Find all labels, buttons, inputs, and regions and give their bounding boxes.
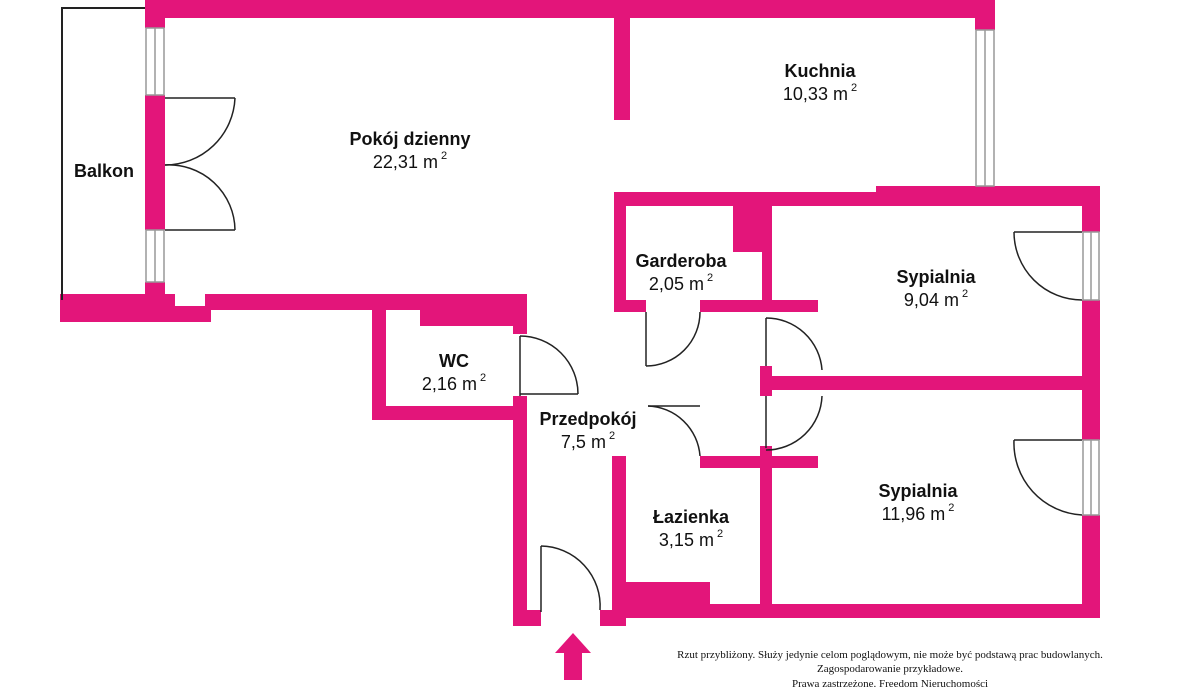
room-name: Łazienka (652, 507, 730, 527)
wall-right-top (975, 0, 995, 30)
entrance-arrow-icon (555, 633, 591, 680)
wall-right-outer-top (1082, 186, 1100, 232)
room-name: Garderoba (635, 251, 727, 271)
wall-hall-post (760, 366, 772, 396)
wall-living-bottom-stub (175, 306, 211, 322)
wall-right-outer-bottom (1082, 515, 1100, 610)
wall-partition-kitchen (614, 0, 630, 120)
wall-top (145, 0, 995, 18)
wall-living-bottom-left (60, 294, 175, 322)
wall-garderoba-bottom-left (614, 300, 646, 312)
wall-wc-right (513, 294, 527, 334)
wall-bedroom-top (876, 186, 1100, 206)
room-name: WC (439, 351, 469, 371)
room-name: Pokój dzienny (349, 129, 471, 149)
room-name: Przedpokój (539, 409, 637, 429)
wall-left-mid (145, 95, 165, 230)
wall-left-top (145, 0, 165, 28)
wall-bath-right (760, 446, 772, 610)
door-swings (164, 97, 1083, 612)
wall-right-outer-mid (1082, 300, 1100, 440)
disclaimer: Rzut przybliżony. Służy jedynie celom po… (630, 648, 1150, 691)
walls (60, 0, 1100, 626)
room-name: Sypialnia (896, 267, 976, 287)
room-balkon: Balkon (58, 160, 150, 183)
wall-hall-bottom-left (513, 610, 541, 626)
wall-bottom (612, 604, 1100, 618)
disclaimer-line-1: Rzut przybliżony. Służy jedynie celom po… (677, 649, 1103, 661)
wall-wc-left (372, 294, 386, 420)
wall-wc-bottom (372, 406, 515, 420)
room-name: Sypialnia (878, 481, 958, 501)
wall-wc-top-block (420, 294, 527, 326)
windows (145, 27, 1100, 516)
wall-bedroom-divider (760, 376, 1100, 390)
disclaimer-line-2: Zagospodarowanie przykładowe. (816, 663, 963, 676)
disclaimer-line-3: Prawa zastrzeżone. Freedom Nieruchomości (791, 677, 989, 690)
wall-hall-left (513, 396, 527, 626)
balcony-outline (61, 7, 145, 300)
wall-bath-top (700, 456, 818, 468)
wall-garderoba-left (614, 192, 626, 310)
wall-garderoba-right (762, 192, 772, 312)
wall-garderoba-col (733, 192, 763, 252)
room-name: Kuchnia (784, 61, 856, 81)
wall-hall-bottom-right (600, 610, 612, 626)
wall-garderoba-bottom (700, 300, 818, 312)
room-name: Balkon (73, 161, 134, 181)
